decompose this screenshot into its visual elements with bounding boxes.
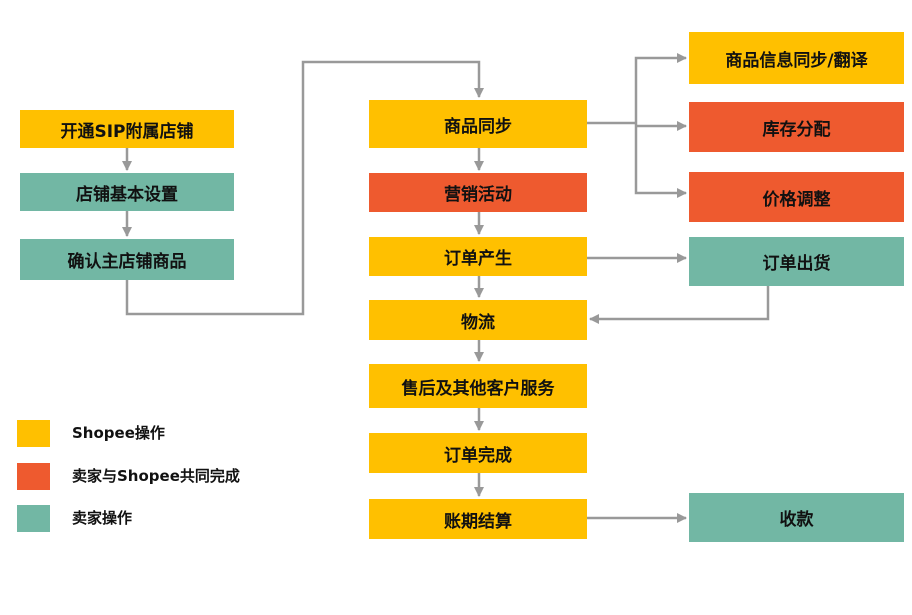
- node-open-sip-store: 开通SIP附属店铺: [20, 110, 234, 148]
- node-price-adjustment: 价格调整: [689, 172, 904, 222]
- legend-label-seller: 卖家操作: [72, 509, 133, 527]
- node-billing: 账期结算: [369, 499, 587, 539]
- node-payment: 收款: [689, 493, 904, 542]
- node-order-complete: 订单完成: [369, 433, 587, 473]
- legend-swatch-seller: [17, 505, 50, 532]
- node-inventory-allocation: 库存分配: [689, 102, 904, 152]
- legend-swatch-joint: [17, 463, 50, 490]
- node-info-sync-translate: 商品信息同步/翻译: [689, 32, 904, 84]
- legend-label-shopee: Shopee操作: [72, 424, 165, 442]
- arrow-sync-to-pricing: [634, 123, 687, 198]
- node-product-sync: 商品同步: [369, 100, 587, 148]
- node-logistics: 物流: [369, 300, 587, 340]
- node-marketing: 营销活动: [369, 173, 587, 212]
- arrow-sync-to-info: [634, 53, 687, 123]
- node-confirm-main-products: 确认主店铺商品: [20, 239, 234, 280]
- node-order-shipping: 订单出货: [689, 237, 904, 286]
- arrow-shipping-to-logistics: [589, 286, 770, 324]
- node-store-basic-setup: 店铺基本设置: [20, 173, 234, 211]
- arrow-confirm-to-sync: [125, 60, 484, 316]
- legend-swatch-shopee: [17, 420, 50, 447]
- legend-label-joint: 卖家与Shopee共同完成: [72, 467, 240, 485]
- node-order-created: 订单产生: [369, 237, 587, 276]
- node-after-sales: 售后及其他客户服务: [369, 364, 587, 408]
